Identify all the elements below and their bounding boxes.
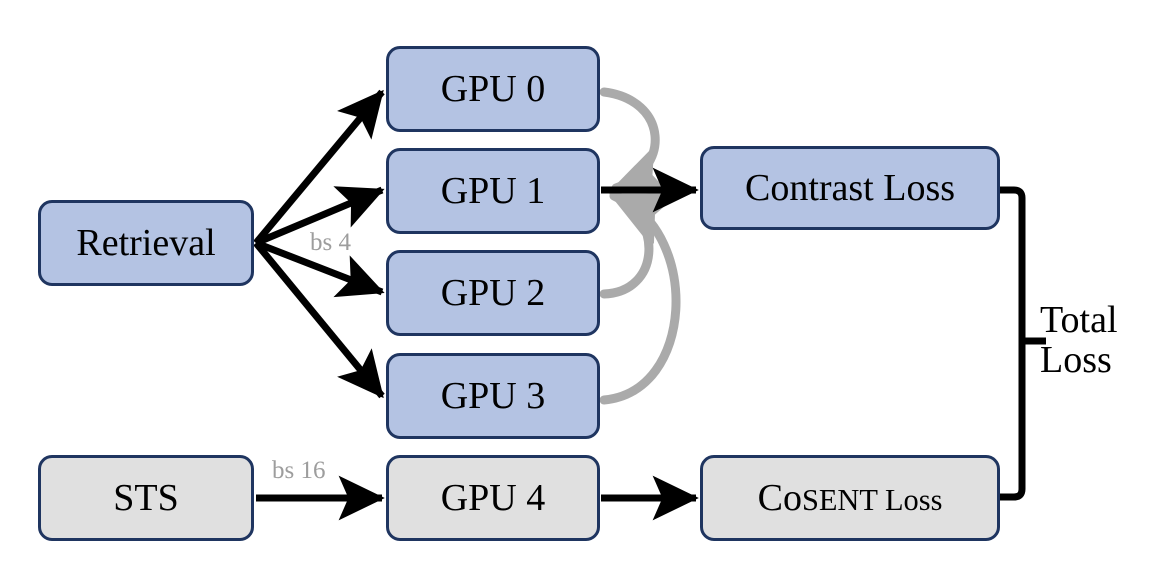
total-loss-bracket <box>1000 186 1026 501</box>
node-gpu-0[interactable]: GPU 0 <box>386 46 600 132</box>
node-gpu-3[interactable]: GPU 3 <box>386 353 600 439</box>
edge-gpu3-to-gpu1 <box>599 193 681 405</box>
node-cosent-loss[interactable]: CoSENT Loss <box>700 455 1000 541</box>
total-loss-label: Total Loss <box>1040 300 1118 381</box>
node-contrast-loss-label: Contrast Loss <box>744 167 956 209</box>
total-loss-label-line2: Loss <box>1040 339 1112 382</box>
node-gpu-4[interactable]: GPU 4 <box>386 455 600 541</box>
edge-label-bs-16: bs 16 <box>272 457 326 484</box>
node-sts[interactable]: STS <box>38 455 254 541</box>
node-gpu-2-label: GPU 2 <box>440 272 546 314</box>
node-gpu-1-label: GPU 1 <box>440 170 546 212</box>
total-loss-label-line1: Total <box>1040 299 1118 341</box>
edge-retrieval-to-gpu0 <box>253 89 385 246</box>
edge-gpu0-to-gpu1 <box>599 87 673 197</box>
node-sts-label: STS <box>113 477 179 519</box>
node-gpu-2[interactable]: GPU 2 <box>386 250 600 336</box>
edge-gpu2-to-gpu1 <box>599 191 672 299</box>
edge-retrieval-to-gpu3 <box>253 240 385 399</box>
node-gpu-1[interactable]: GPU 1 <box>386 148 600 234</box>
node-retrieval-label: Retrieval <box>76 222 216 264</box>
cosent-prefix: Co <box>757 477 802 519</box>
node-gpu-0-label: GPU 0 <box>440 68 546 110</box>
cosent-suffix: Loss <box>877 483 943 517</box>
node-gpu-3-label: GPU 3 <box>440 375 546 417</box>
node-contrast-loss[interactable]: Contrast Loss <box>700 146 1000 230</box>
cosent-smallcaps: SENT <box>801 483 878 517</box>
edge-label-bs-4: bs 4 <box>310 229 351 256</box>
node-gpu-4-label: GPU 4 <box>440 477 546 519</box>
node-retrieval[interactable]: Retrieval <box>38 200 254 286</box>
node-cosent-loss-label: CoSENT Loss <box>758 479 943 517</box>
